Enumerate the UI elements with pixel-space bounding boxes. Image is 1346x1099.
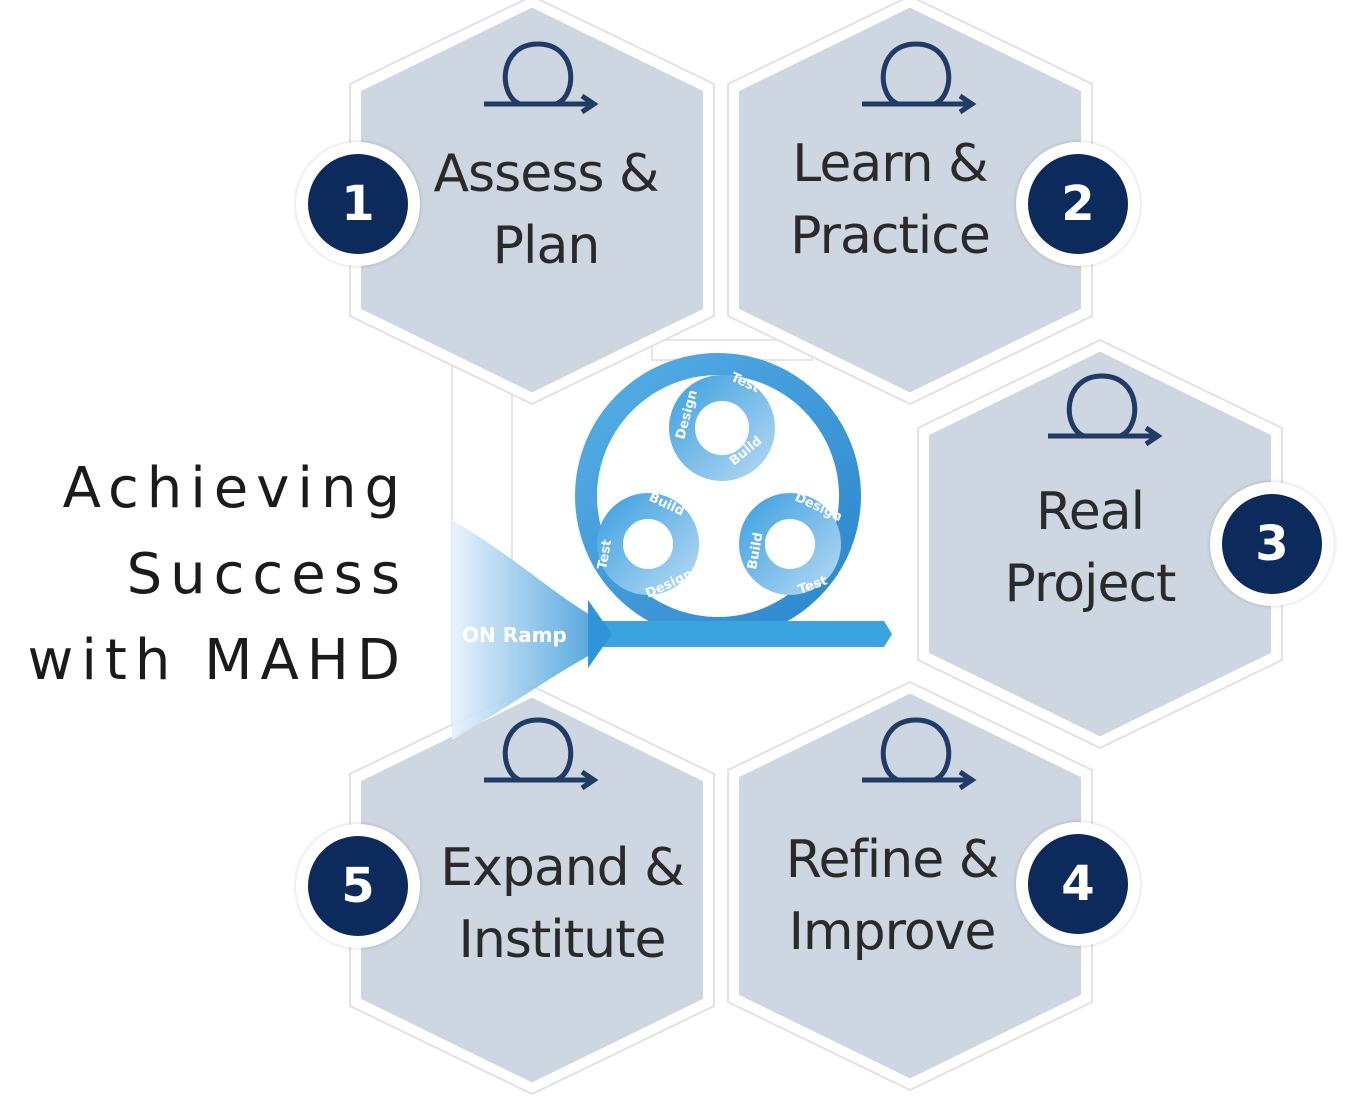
hex-step-1 bbox=[351, 0, 713, 403]
loop-arrow-icon bbox=[862, 41, 977, 115]
step-2-number: 2 bbox=[1028, 154, 1128, 254]
step-4-number: 4 bbox=[1028, 834, 1128, 934]
output-arrow bbox=[600, 621, 892, 647]
step-5-label: Expand & Institute bbox=[416, 832, 708, 976]
ramp-arrowhead bbox=[588, 600, 612, 668]
step-5-line-1: Expand & bbox=[440, 838, 685, 898]
step-3-badge: 3 bbox=[1210, 482, 1334, 606]
step-1-badge: 1 bbox=[296, 142, 420, 266]
right-wheel-label-a: Build bbox=[745, 531, 766, 570]
step-3-label: Real Project bbox=[944, 476, 1236, 620]
step-4-line-1: Refine & bbox=[785, 830, 1000, 890]
step-5-line-2: Institute bbox=[458, 910, 667, 970]
step-1-line-2: Plan bbox=[492, 216, 601, 276]
step-5-number: 5 bbox=[308, 836, 408, 936]
top-wheel bbox=[669, 375, 775, 481]
title-line-3: with MAHD bbox=[27, 628, 408, 693]
loop-arrow-icon bbox=[862, 717, 977, 791]
hex-step-2 bbox=[729, 0, 1091, 403]
right-wheel bbox=[739, 493, 841, 595]
title-line-2: Success bbox=[126, 542, 408, 607]
step-4-line-2: Improve bbox=[788, 902, 997, 962]
hex-step-5 bbox=[351, 687, 713, 1093]
step-1-label: Assess & Plan bbox=[400, 138, 692, 282]
step-5-badge: 5 bbox=[296, 824, 420, 948]
diagram-title: Achieving Success with MAHD bbox=[0, 446, 408, 704]
cycle-graphic: Design Test Build Test Build Design Buil… bbox=[452, 353, 892, 740]
left-wheel-label-a: Test bbox=[595, 539, 615, 571]
step-2-line-1: Learn & bbox=[792, 134, 988, 194]
step-3-line-2: Project bbox=[1004, 554, 1177, 614]
on-ramp-label: ON Ramp bbox=[462, 623, 567, 647]
step-2-line-2: Practice bbox=[790, 206, 991, 266]
title-line-1: Achieving bbox=[62, 456, 408, 521]
left-wheel bbox=[597, 493, 699, 595]
step-4-label: Refine & Improve bbox=[746, 824, 1038, 968]
hex-step-3 bbox=[919, 341, 1281, 747]
step-2-label: Learn & Practice bbox=[744, 128, 1036, 272]
hex-step-4 bbox=[729, 683, 1091, 1089]
step-2-badge: 2 bbox=[1016, 142, 1140, 266]
loop-arrow-icon bbox=[1048, 373, 1163, 447]
step-3-line-1: Real bbox=[1035, 482, 1145, 542]
step-1-line-1: Assess & bbox=[433, 144, 659, 204]
loop-arrow-icon bbox=[484, 717, 599, 791]
on-ramp-funnel bbox=[452, 520, 600, 740]
step-1-number: 1 bbox=[308, 154, 408, 254]
step-3-number: 3 bbox=[1222, 494, 1322, 594]
loop-arrow-icon bbox=[484, 41, 599, 115]
step-4-badge: 4 bbox=[1016, 822, 1140, 946]
